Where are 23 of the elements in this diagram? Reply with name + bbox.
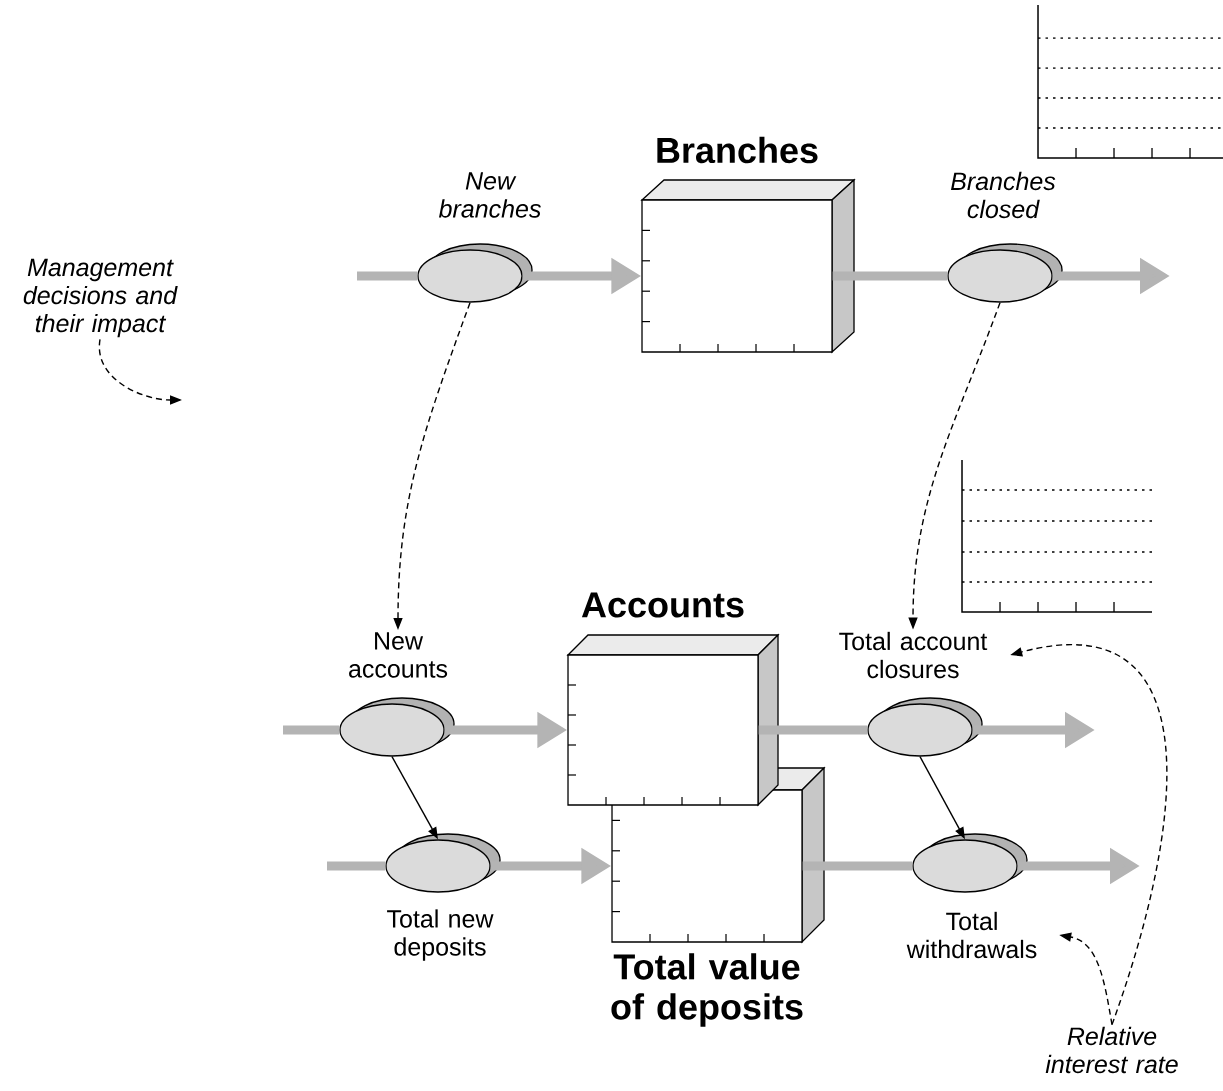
flow-label: New branches	[438, 172, 541, 218]
box-title: Branches	[657, 136, 818, 164]
flow-label: Branches closed	[950, 171, 1056, 219]
flow-label: Total account closures	[839, 631, 988, 679]
flow-label: Total new deposits	[387, 909, 494, 961]
valve-ellipse	[417, 243, 533, 303]
valve-ellipse	[339, 697, 455, 757]
flow-pipe	[327, 861, 386, 871]
flow-pipe	[357, 271, 418, 281]
flow-pipe	[802, 861, 913, 871]
flow-pipe	[758, 725, 868, 735]
valve-ellipse	[947, 243, 1063, 303]
flow-pipe	[832, 271, 948, 281]
flow-label: Relative interest rate	[1045, 1026, 1178, 1074]
valve-ellipse	[912, 833, 1028, 893]
box-title: Accounts	[581, 592, 744, 618]
flow-label: Total withdrawals	[906, 911, 1037, 959]
valve-ellipse	[867, 697, 983, 757]
box-title: Total value of deposits	[611, 953, 803, 1027]
valve-ellipse	[385, 833, 501, 893]
flow-label: Management decisions and their impact	[23, 258, 178, 338]
flow-pipe	[283, 725, 340, 735]
flow-label: New accounts	[349, 632, 448, 678]
